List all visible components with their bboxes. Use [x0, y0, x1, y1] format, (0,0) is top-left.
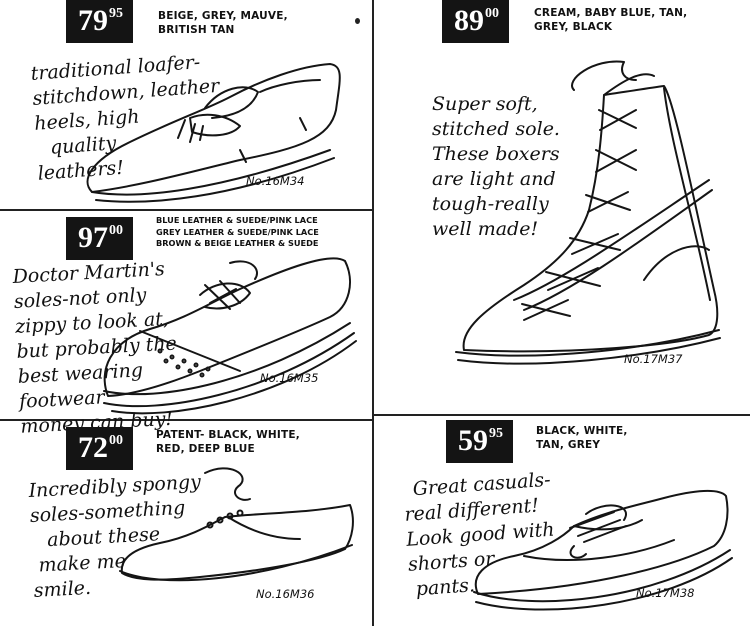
price-tag: 7200: [66, 427, 133, 470]
price-cents: 95: [489, 426, 503, 441]
product-panel-casual: 5995 BLACK, WHITE, TAN, GREY Great casua…: [374, 416, 750, 626]
price-main: 89: [454, 4, 484, 37]
price-main: 79: [78, 4, 108, 37]
casual-sneaker-sketch-icon: [473, 489, 733, 611]
product-panel-creeper: 9700 BLUE LEATHER & SUEDE/PINK LACE GREY…: [0, 211, 372, 438]
price-tag: 5995: [446, 420, 513, 463]
boxer-boot-sketch-icon: [455, 60, 721, 365]
product-description: traditional loafer- stitchdown, leather …: [30, 51, 220, 185]
divider-right-1: [374, 414, 750, 416]
color-options: PATENT- BLACK, WHITE, RED, DEEP BLUE: [156, 429, 300, 455]
product-description: Super soft, stitched sole. These boxers …: [432, 93, 560, 240]
product-code: No.16M34: [246, 174, 305, 188]
product-description: Doctor Martin's soles-not only zippy to …: [12, 258, 178, 438]
product-panel-patent: 7200 PATENT- BLACK, WHITE, RED, DEEP BLU…: [0, 421, 372, 626]
product-description: Incredibly spongy soles-something about …: [28, 470, 202, 602]
price-cents: 95: [109, 6, 123, 21]
price-tag: 9700: [66, 217, 133, 260]
divider-left-1: [0, 209, 372, 211]
creeper-sketch-icon: [103, 257, 357, 415]
product-description: Great casuals- real different! Look good…: [403, 468, 556, 601]
binder-hole-dot: [355, 18, 360, 24]
price-main: 59: [458, 424, 488, 457]
price-main: 72: [78, 431, 108, 464]
product-code: No.16M35: [260, 371, 319, 385]
price-main: 97: [78, 221, 108, 254]
price-tag: 8900: [442, 0, 509, 43]
price-cents: 00: [109, 433, 123, 448]
loafer-sketch-icon: [86, 63, 341, 203]
product-panel-loafer: 7995 BEIGE, GREY, MAUVE, BRITISH TAN tra…: [0, 0, 372, 209]
vertical-divider: [372, 0, 374, 626]
color-options: BLUE LEATHER & SUEDE/PINK LACE GREY LEAT…: [156, 215, 319, 248]
price-cents: 00: [485, 6, 499, 21]
product-code: No.17M37: [624, 352, 683, 366]
product-code: No.16M36: [256, 587, 315, 601]
color-options: BLACK, WHITE, TAN, GREY: [536, 425, 628, 451]
price-tag: 7995: [66, 0, 133, 43]
product-panel-boxer-boot: 8900 CREAM, BABY BLUE, TAN, GREY, BLACK …: [374, 0, 750, 414]
product-code: No.17M38: [636, 586, 695, 600]
color-options: BEIGE, GREY, MAUVE, BRITISH TAN: [158, 10, 288, 36]
divider-left-2: [0, 419, 372, 421]
price-cents: 00: [109, 223, 123, 238]
color-options: CREAM, BABY BLUE, TAN, GREY, BLACK: [534, 7, 688, 33]
patent-shoe-sketch-icon: [119, 467, 354, 582]
